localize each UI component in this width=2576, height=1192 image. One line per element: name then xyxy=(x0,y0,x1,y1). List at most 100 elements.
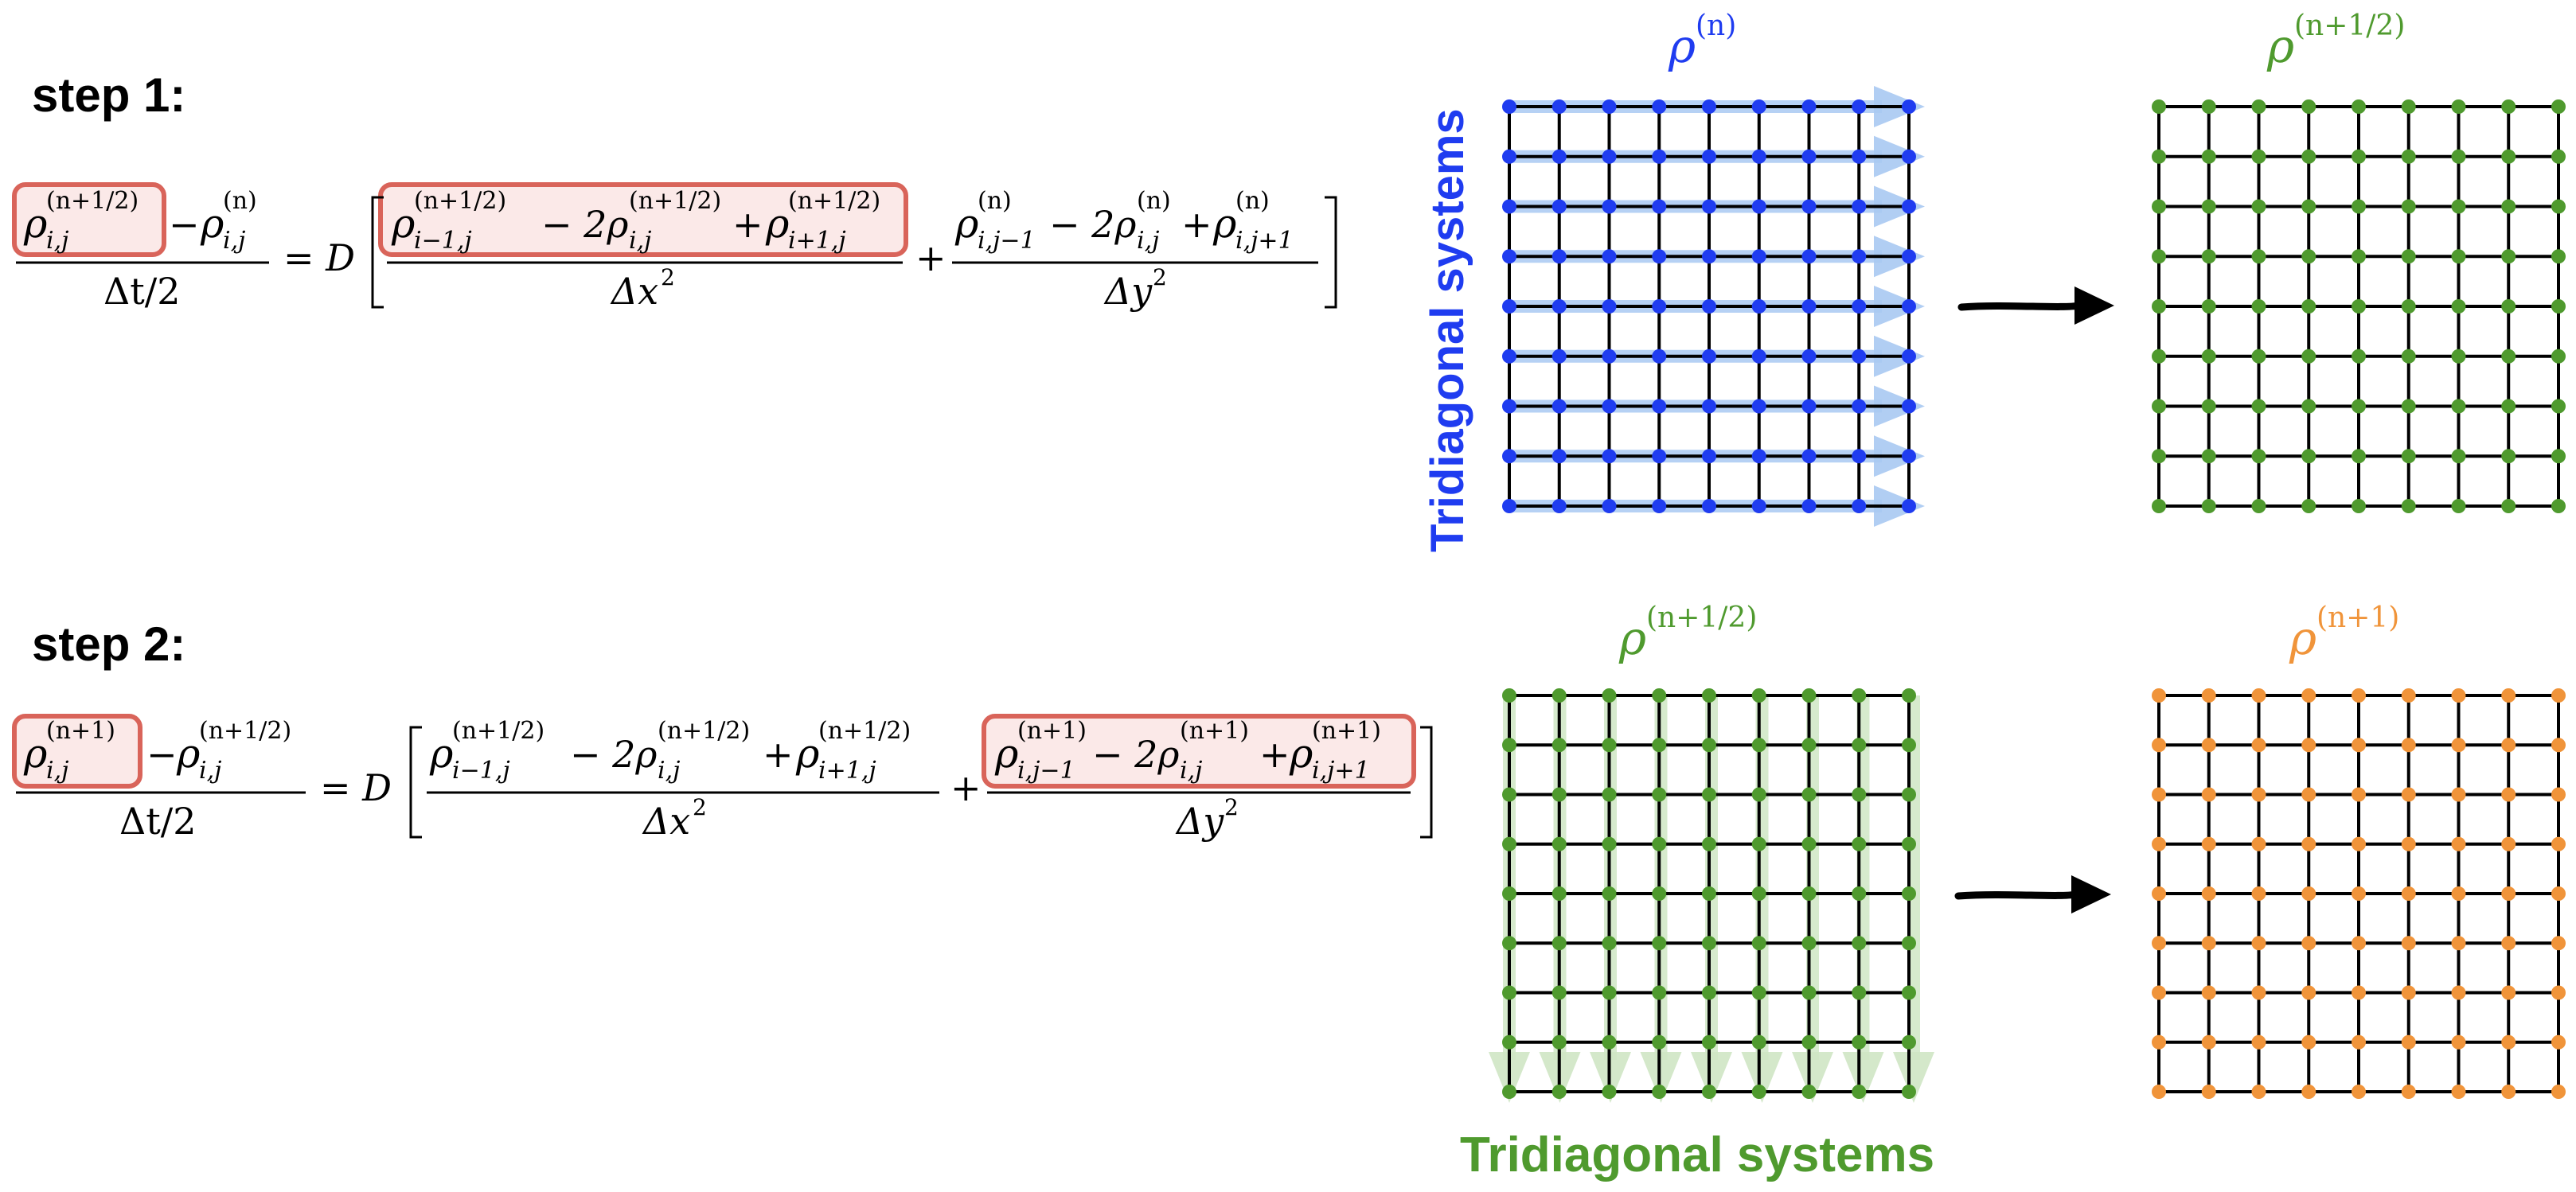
grid-node xyxy=(2501,299,2516,314)
grid-node xyxy=(2201,199,2216,214)
grid-node xyxy=(2201,1085,2216,1099)
svg-text:(n): (n) xyxy=(1235,187,1270,215)
grid-node xyxy=(1852,199,1867,214)
svg-text:(n+1/2): (n+1/2) xyxy=(1646,602,1757,634)
right-arrow-icon xyxy=(1954,875,2111,913)
grid-node xyxy=(2352,886,2366,901)
grid-node xyxy=(1551,1085,1567,1099)
sweep-arrow-head xyxy=(1741,1052,1783,1103)
grid-4-title: ρ (n+1) xyxy=(2289,602,2399,665)
tridiagonal-vertical-label: Tridiagonal systems xyxy=(1422,108,1473,552)
grid-node xyxy=(2152,199,2166,214)
grid-node xyxy=(1702,886,1716,901)
svg-text:+: + xyxy=(915,236,946,279)
svg-text:i,j: i,j xyxy=(199,757,221,785)
grid-node xyxy=(1801,449,1817,464)
grid-node xyxy=(1801,499,1817,513)
svg-text:ρ: ρ xyxy=(429,730,454,777)
grid-node xyxy=(1902,936,1916,951)
grid-node xyxy=(2551,688,2566,703)
svg-text:i,j: i,j xyxy=(658,757,680,785)
grid-node xyxy=(1801,99,1817,114)
svg-text:(n+1/2): (n+1/2) xyxy=(818,717,911,745)
svg-text:2: 2 xyxy=(661,264,675,290)
grid-node xyxy=(2152,149,2166,164)
grid-node xyxy=(1702,936,1716,951)
grid-node xyxy=(1751,1034,1766,1050)
grid-node xyxy=(2201,349,2216,364)
grid-node xyxy=(2551,149,2566,164)
grid-node xyxy=(2551,886,2566,901)
grid-node xyxy=(1702,499,1716,513)
grid-node xyxy=(2201,149,2216,164)
term-rho-ip1j-nhalf: ρ i+1,j (n+1/2) xyxy=(765,187,880,255)
grid-node xyxy=(1652,99,1667,114)
grid-node xyxy=(2251,149,2266,164)
grid-node xyxy=(2451,349,2466,364)
svg-text:(n+1/2): (n+1/2) xyxy=(46,187,139,215)
svg-text:i,j: i,j xyxy=(46,757,68,785)
grid-node xyxy=(1852,936,1867,951)
grid-node xyxy=(2401,499,2416,513)
grid-node xyxy=(2201,399,2216,414)
grid-node xyxy=(2251,349,2266,364)
grid-node xyxy=(1702,449,1716,464)
svg-text:ρ: ρ xyxy=(1212,201,1237,247)
svg-text:−: − xyxy=(146,733,178,776)
grid-node xyxy=(2501,886,2516,901)
grid-3-title: ρ (n+1/2) xyxy=(1618,602,1757,665)
grid-node xyxy=(1702,199,1716,214)
grid-node xyxy=(1801,836,1817,851)
grid-node xyxy=(1502,836,1516,851)
grid-node xyxy=(1751,149,1766,164)
grid-node xyxy=(1751,738,1766,753)
grid-node xyxy=(1801,1034,1817,1050)
grid-node xyxy=(2301,149,2316,164)
svg-text:ρ: ρ xyxy=(176,730,201,777)
svg-text:i,j: i,j xyxy=(1137,227,1159,255)
grid-node xyxy=(2401,1085,2416,1099)
svg-text:(n+1): (n+1) xyxy=(1312,717,1381,745)
grid-node xyxy=(1902,836,1916,851)
grid-1-title: ρ (n) xyxy=(1668,10,1736,73)
grid-node xyxy=(2501,399,2516,414)
grid-node xyxy=(2451,399,2466,414)
svg-text:2: 2 xyxy=(1153,264,1167,290)
term-rho-ip1j-nhalf: ρ i+1,j (n+1/2) xyxy=(795,717,911,785)
svg-text:Δy: Δy xyxy=(1103,270,1153,313)
grid-node xyxy=(1852,399,1867,414)
grid-node xyxy=(1502,449,1516,464)
grid-node xyxy=(1801,787,1817,802)
grid-node xyxy=(2451,249,2466,264)
grid-node xyxy=(1602,149,1617,164)
grid-node xyxy=(2352,449,2366,464)
grid-node xyxy=(2251,399,2266,414)
grid-node xyxy=(2501,936,2516,951)
grid-node xyxy=(1602,349,1617,364)
grid-node xyxy=(1801,985,1817,1000)
grid-node xyxy=(2551,399,2566,414)
grid-node xyxy=(2551,1085,2566,1099)
grid-node xyxy=(1702,787,1716,802)
grid-node xyxy=(2152,349,2166,364)
grid-node xyxy=(2352,399,2366,414)
grid-node xyxy=(2301,449,2316,464)
grid-node xyxy=(2401,249,2416,264)
grid-node xyxy=(2301,299,2316,314)
grid-node xyxy=(1902,985,1916,1000)
grid-node xyxy=(1602,249,1617,264)
grid-node xyxy=(2401,299,2416,314)
grid-node xyxy=(1652,299,1667,314)
grid-node xyxy=(1551,787,1567,802)
grid-node xyxy=(1652,199,1667,214)
svg-text:ρ: ρ xyxy=(1289,730,1313,777)
grid-node xyxy=(1502,99,1516,114)
grid-node xyxy=(2152,985,2166,1000)
grid-node xyxy=(2352,149,2366,164)
grid-node xyxy=(1602,936,1617,951)
grid-node xyxy=(2201,787,2216,802)
svg-text:Δt/2: Δt/2 xyxy=(119,800,196,843)
grid-node xyxy=(1602,985,1617,1000)
grid-node xyxy=(1652,787,1667,802)
